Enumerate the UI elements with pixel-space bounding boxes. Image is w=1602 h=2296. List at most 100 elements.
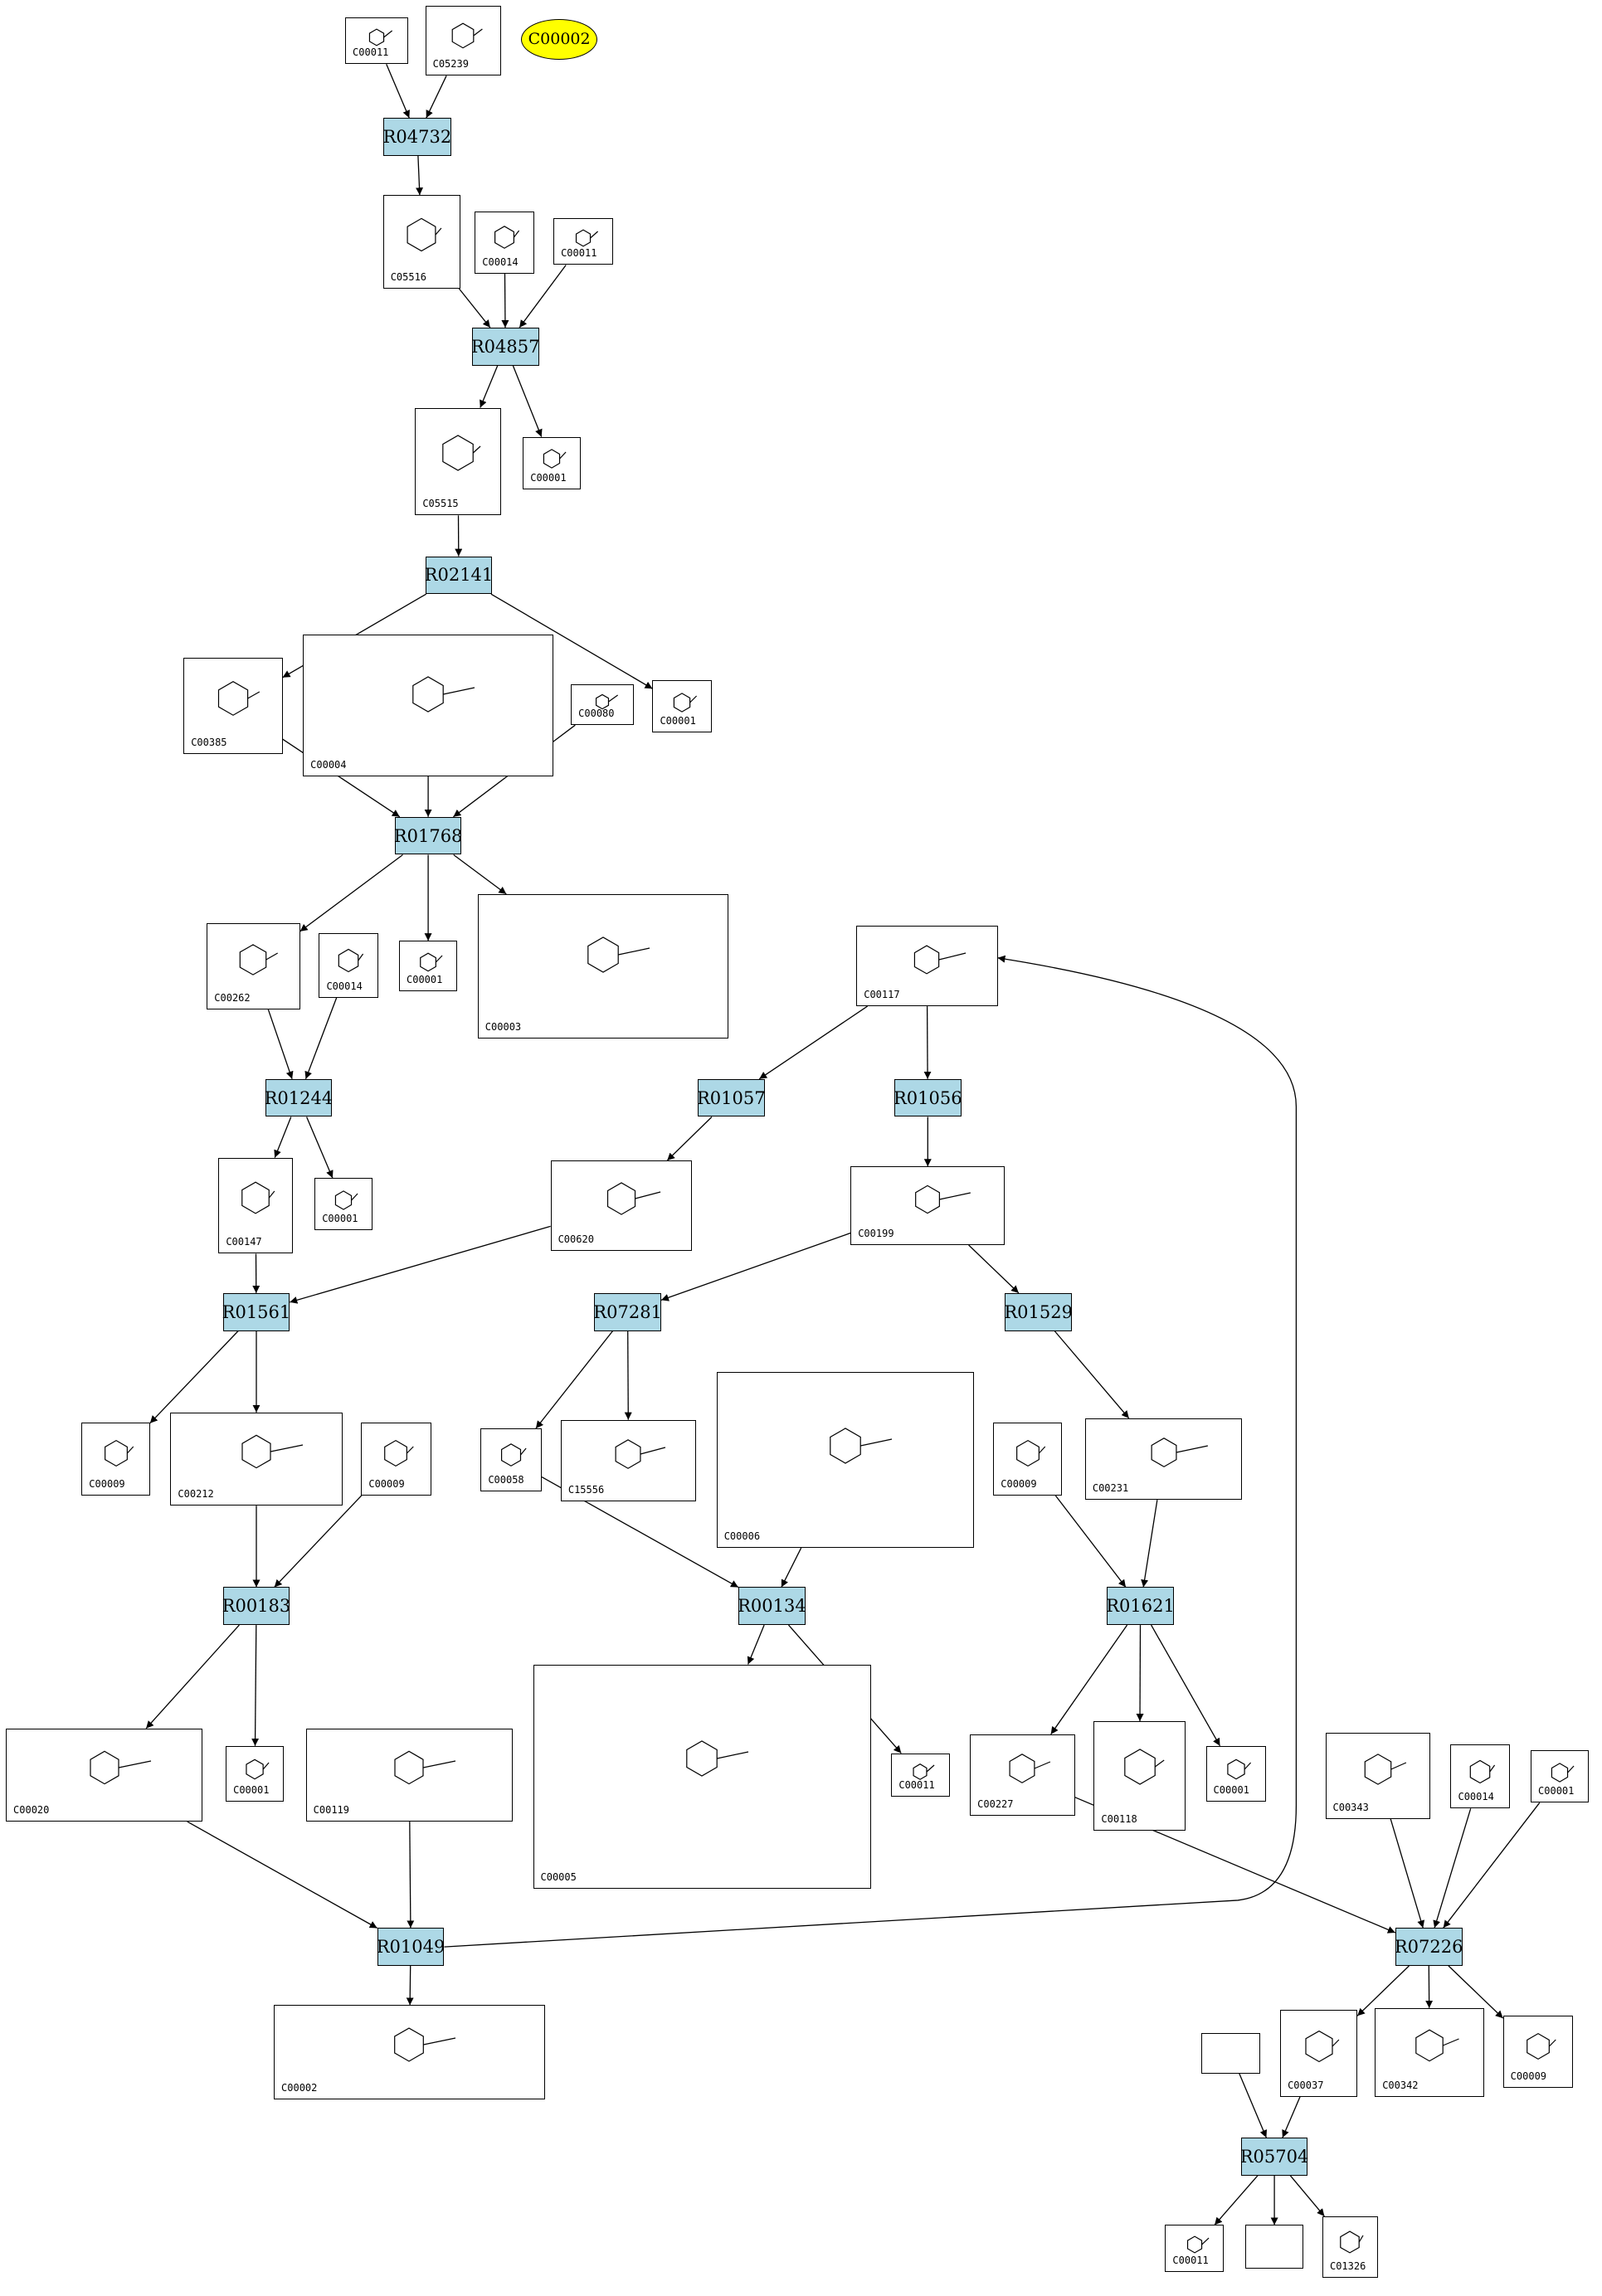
compound-node-c05515[interactable]: C05515 [415,407,501,516]
compound-node-c00006[interactable]: C00006 [716,1371,975,1549]
compound-id-label: C00014 [326,980,363,992]
compound-node-c00001[interactable]: C00001 [1531,1750,1590,1803]
reaction-node-r04857[interactable]: R04857 [471,327,539,366]
edge-r07226-to-d_c00009 [1448,1965,1504,2019]
edge-a_c00014-to-r04857 [501,273,509,328]
structure-drawing-icon [89,1750,151,1785]
compound-node-c00001[interactable]: C00001 [652,679,713,732]
compound-node-c00227[interactable]: C00227 [970,1734,1075,1817]
compound-node-c00231[interactable]: C00231 [1084,1418,1243,1501]
compound-node-c00014[interactable]: C00014 [475,211,535,275]
reaction-node-r01768[interactable]: R01768 [394,816,462,855]
compound-node-c00342[interactable]: C00342 [1375,2007,1484,2097]
compound-node-c00343[interactable]: C00343 [1325,1733,1430,1819]
compound-node-c00001[interactable]: C00001 [399,941,458,992]
compound-node-c00011[interactable]: C00011 [553,218,614,265]
compound-node-c15556[interactable]: C15556 [560,1419,697,1501]
compound-node-c01326[interactable]: C01326 [1322,2216,1378,2278]
reaction-node-r01056[interactable]: R01056 [894,1078,962,1117]
compound-node-c05516[interactable]: C05516 [382,195,460,289]
structure-drawing-icon [674,692,698,713]
reaction-node-r01621[interactable]: R01621 [1106,1587,1175,1626]
edge-r04732-to-a_c05516 [416,155,424,196]
compound-id-label: C00119 [313,1804,349,1817]
compound-node-c00014[interactable]: C00014 [1450,1744,1511,1809]
compound-id-label: C05239 [432,58,469,71]
reaction-node-r07281[interactable]: R07281 [593,1292,662,1331]
compound-node-c00009[interactable]: C00009 [81,1423,150,1496]
structure-drawing-icon [407,217,442,251]
edge-a_c00006-to-r00134 [781,1547,802,1588]
compound-id-label: C01326 [1329,2260,1366,2272]
compound-node-c00011[interactable]: C00011 [891,1753,950,1797]
structure-drawing-icon [1151,1437,1208,1468]
edge-r01621-to-a_c00118 [1136,1625,1144,1722]
compound-id-label: C00001 [407,974,443,986]
compound-id-label: C00011 [898,1779,935,1792]
reaction-node-r02141[interactable]: R02141 [425,556,493,595]
structure-drawing-icon [338,948,364,973]
reaction-id-label: R05704 [1239,2146,1309,2167]
reaction-node-r00134[interactable]: R00134 [738,1587,806,1626]
compound-node-c00262[interactable]: C00262 [207,922,300,1009]
compound-node-c00080[interactable]: C00080 [571,684,634,726]
compound-node-c00005[interactable]: C00005 [533,1664,871,1889]
compound-node-c05239[interactable]: C05239 [425,6,501,76]
compound-node-c00119[interactable]: C00119 [305,1728,513,1822]
compound-node-c00001[interactable]: C00001 [314,1178,373,1231]
compound-node-c00117[interactable]: C00117 [856,926,998,1007]
edge-r01621-to-f_c00001 [1151,1624,1221,1747]
structure-drawing-icon [1340,2230,1364,2254]
compound-node-c00020[interactable]: C00020 [6,1728,202,1822]
compound-node-c00118[interactable]: C00118 [1093,1721,1186,1831]
structure-drawing-icon [1015,1440,1045,1467]
structure-drawing-icon [241,1434,304,1469]
reaction-node-r04732[interactable]: R04732 [383,118,451,156]
reaction-node-r01529[interactable]: R01529 [1004,1292,1073,1331]
structure-drawing-icon [915,1184,971,1214]
compound-node-c00058[interactable]: C00058 [480,1428,543,1491]
compound-node-c00009[interactable]: C00009 [361,1423,431,1496]
reaction-node-r01049[interactable]: R01049 [377,1928,445,1966]
compound-id-label: C00227 [977,1798,1014,1811]
compound-id-label: C00004 [310,758,347,771]
edge-a_c00037-to-r05704 [1282,2096,1301,2138]
structure-drawing-icon [913,1763,935,1780]
reaction-node-r01561[interactable]: R01561 [222,1292,290,1331]
compound-node-c00001[interactable]: C00001 [1205,1745,1266,1802]
reaction-node-r01244[interactable]: R01244 [265,1078,333,1117]
compound-id-label: C00009 [1510,2070,1547,2083]
compound-node-c00147[interactable]: C00147 [218,1157,293,1254]
compound-node-c00011[interactable]: C00011 [345,17,408,65]
compound-node-empty[interactable] [1244,2225,1304,2269]
reaction-node-r05704[interactable]: R05704 [1239,2138,1309,2176]
reaction-node-r01057[interactable]: R01057 [696,1078,766,1117]
compound-node-c00014[interactable]: C00014 [319,933,379,998]
compound-node-c00385[interactable]: C00385 [183,658,283,755]
structure-drawing-icon [394,1750,456,1785]
compound-id-label: C00001 [1213,1783,1249,1796]
compound-node-c00212[interactable]: C00212 [170,1412,343,1506]
compound-node-c00003[interactable]: C00003 [477,893,728,1039]
compound-node-c00004[interactable]: C00004 [303,635,554,776]
structure-drawing-icon [217,681,260,717]
structure-drawing-icon [1123,1749,1165,1786]
compound-node-c00011[interactable]: C00011 [1165,2225,1224,2272]
compound-node-c00009[interactable]: C00009 [1502,2015,1573,2089]
highlighted-compound-c00002[interactable]: C00002 [521,18,597,60]
edge-r07226-to-a_c00037 [1356,1965,1410,2016]
compound-node-c00620[interactable]: C00620 [550,1160,692,1251]
structure-drawing-icon [1186,2235,1209,2254]
compound-node-empty[interactable] [1201,2032,1260,2074]
compound-node-c00009[interactable]: C00009 [993,1423,1062,1496]
compound-node-c00199[interactable]: C00199 [850,1166,1006,1245]
compound-node-c00002[interactable]: C00002 [274,2005,545,2100]
compound-node-c00001[interactable]: C00001 [226,1745,285,1802]
compound-node-c00037[interactable]: C00037 [1280,2009,1358,2097]
compound-id-label: C00118 [1101,1812,1137,1825]
reaction-id-label: R01057 [696,1087,766,1108]
compound-node-c00001[interactable]: C00001 [523,436,582,489]
reaction-node-r00183[interactable]: R00183 [222,1587,290,1626]
edge-r04857-to-a_c05515 [480,365,499,408]
reaction-node-r07226[interactable]: R07226 [1395,1928,1463,1966]
